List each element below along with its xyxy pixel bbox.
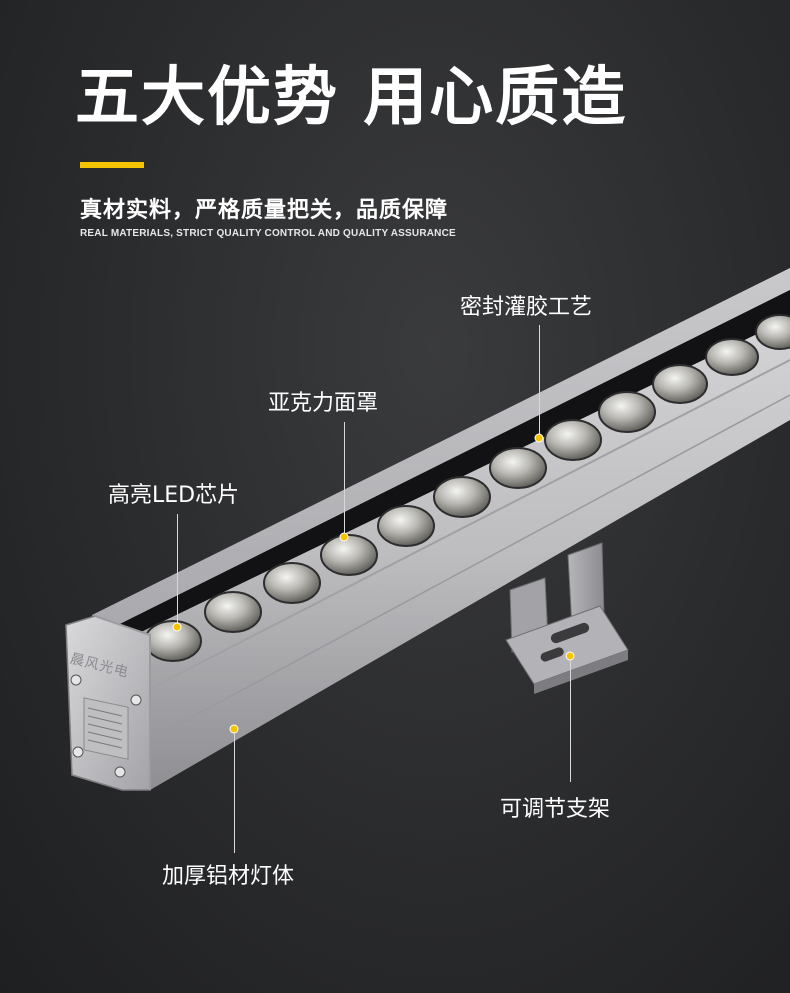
leader-line-acrylic <box>344 422 345 537</box>
leader-line-bracket <box>570 660 571 782</box>
led-lens-row <box>144 314 790 662</box>
adjustable-bracket <box>505 542 629 694</box>
callout-acrylic-cover: 亚克力面罩 <box>268 391 379 416</box>
page-title: 五大优势 用心质造 <box>75 61 628 135</box>
callout-dot-led <box>172 622 182 632</box>
callout-aluminum-body: 加厚铝材灯体 <box>162 864 295 889</box>
leader-line-body <box>234 733 235 853</box>
callout-adjustable-bracket: 可调节支架 <box>500 797 611 822</box>
callout-sealing-process: 密封灌胶工艺 <box>460 295 593 320</box>
subtitle: 真材实料，严格质量把关，品质保障 <box>80 198 449 223</box>
callout-dot-sealing <box>534 433 544 443</box>
callout-led-chip: 高亮LED芯片 <box>108 483 240 508</box>
subtitle-english: REAL MATERIALS, STRICT QUALITY CONTROL A… <box>80 228 456 239</box>
title-accent-bar <box>80 162 144 168</box>
leader-line-sealing <box>539 325 540 438</box>
callout-dot-acrylic <box>339 532 349 542</box>
end-cap <box>65 615 151 791</box>
leader-line-led <box>177 514 178 627</box>
